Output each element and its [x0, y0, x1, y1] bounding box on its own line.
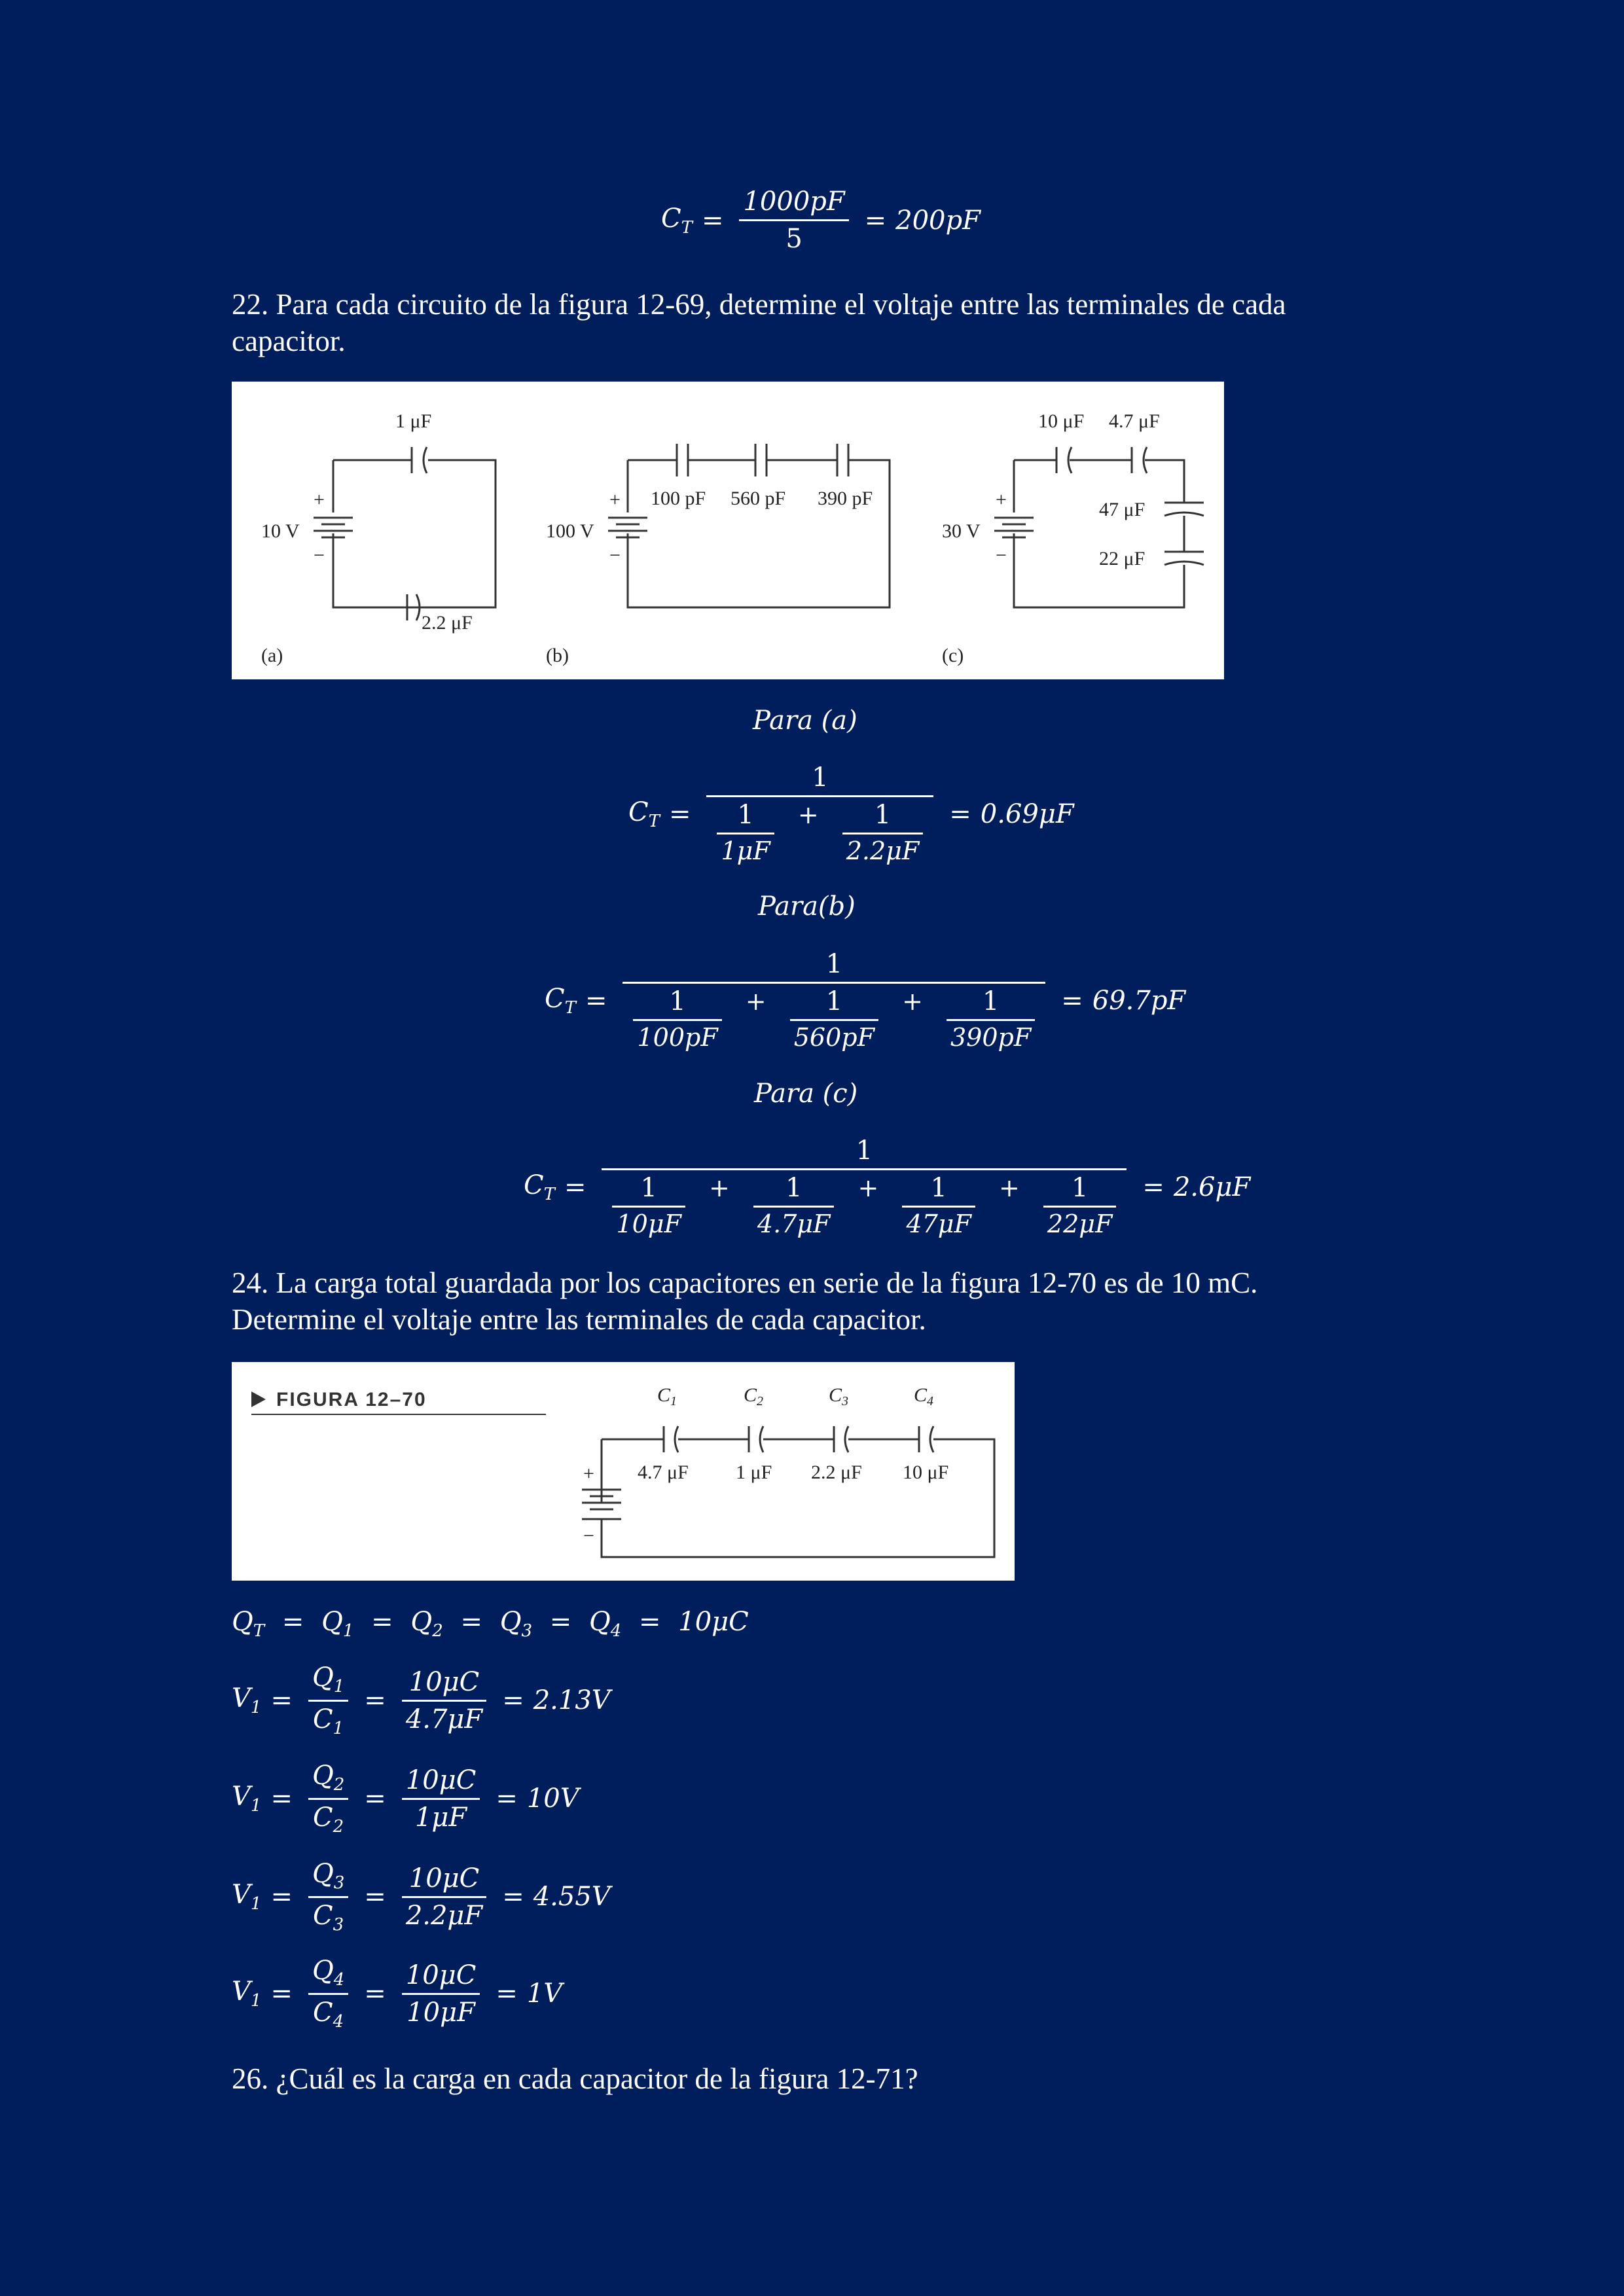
label-c-minus: −	[996, 545, 1007, 566]
capacitor-b3	[836, 444, 850, 476]
circuit-b-wire	[626, 459, 891, 609]
label-c-c4: 22 μF	[1099, 548, 1145, 569]
label-c4-value: 10 μF	[903, 1462, 948, 1483]
label-minus: −	[583, 1525, 594, 1547]
label-c3-value: 2.2 μF	[811, 1462, 862, 1483]
label-b-c2: 560 pF	[731, 488, 785, 509]
heading-para-b: Para(b)	[758, 891, 856, 922]
label-b-minus: −	[609, 545, 621, 566]
capacitor-c1	[1055, 446, 1073, 474]
question-24: 24. La carga total guardada por los capa…	[232, 1266, 1258, 1336]
capacitor-c3	[1164, 501, 1204, 517]
figure-title: FIGURA 12–70	[276, 1389, 427, 1410]
circuit-c-wire	[1013, 459, 1185, 609]
figure-12-70: FIGURA 12–70 C1 C2 C3 C4 4.7 μF 1 μF 2.2…	[232, 1362, 1015, 1581]
figure-arrow-icon	[251, 1391, 266, 1407]
label-c-c1: 10 μF	[1038, 410, 1084, 432]
label-a-c2: 2.2 μF	[422, 612, 473, 634]
capacitor-c3	[833, 1426, 850, 1453]
label-c-plus: +	[996, 489, 1007, 511]
capacitor-b1	[676, 444, 689, 476]
label-a-c1: 1 μF	[395, 410, 431, 432]
capacitor-b2	[754, 444, 768, 476]
label-c: (c)	[942, 645, 964, 666]
capacitor-c4	[918, 1426, 935, 1453]
capacitor-c2	[748, 1426, 765, 1453]
label-b: (b)	[546, 645, 569, 666]
label-a-minus: −	[314, 545, 325, 566]
label-b-c3: 390 pF	[818, 488, 873, 509]
label-c-c2: 4.7 μF	[1109, 410, 1160, 432]
label-b-plus: +	[609, 489, 621, 511]
battery-c	[994, 516, 1034, 539]
circuit-a-wire	[332, 459, 497, 609]
heading-para-a: Para (a)	[753, 706, 857, 736]
battery-b	[608, 516, 647, 539]
capacitor-a2	[406, 594, 421, 621]
circuit-wire	[600, 1438, 996, 1558]
label-a-voltage: 10 V	[261, 520, 300, 542]
label-a-plus: +	[314, 489, 325, 511]
label-c3: C3	[829, 1384, 848, 1408]
battery-a	[314, 516, 353, 539]
heading-para-c: Para (c)	[754, 1079, 858, 1109]
circuit-diagrams-12-69: 1 μF 2.2 μF 10 V + − (a) 100 pF 560 pF 3…	[261, 410, 1204, 666]
question-26: 26. ¿Cuál es la carga en cada capacitor …	[232, 2062, 918, 2095]
figure-12-69: 1 μF 2.2 μF 10 V + − (a) 100 pF 560 pF 3…	[232, 382, 1224, 679]
label-c-voltage: 30 V	[942, 520, 981, 542]
capacitor-c2	[1130, 446, 1148, 474]
label-b-voltage: 100 V	[546, 520, 594, 542]
eq-charge-equality: QT = Q1 = Q2 = Q3 = Q4 = 10μC	[232, 1607, 749, 1641]
label-c1: C1	[657, 1384, 677, 1408]
capacitor-a1-curve	[422, 446, 428, 474]
battery	[582, 1488, 621, 1520]
label-b-c1: 100 pF	[651, 488, 706, 509]
eq-lhs: CT	[661, 203, 693, 238]
label-c4: C4	[914, 1384, 933, 1408]
eq-result: 200pF	[895, 205, 981, 236]
capacitor-c1	[662, 1426, 679, 1453]
label-c2-value: 1 μF	[736, 1462, 772, 1483]
label-a: (a)	[261, 645, 283, 666]
circuit-diagram-12-70: FIGURA 12–70 C1 C2 C3 C4 4.7 μF 1 μF 2.2…	[251, 1384, 996, 1558]
capacitor-c4	[1164, 550, 1204, 566]
question-22: 22. Para cada circuito de la figura 12-6…	[232, 288, 1286, 357]
label-plus: +	[583, 1463, 594, 1484]
label-c1-value: 4.7 μF	[638, 1462, 689, 1483]
label-c-c3: 47 μF	[1099, 499, 1145, 520]
label-c2: C2	[744, 1384, 763, 1408]
